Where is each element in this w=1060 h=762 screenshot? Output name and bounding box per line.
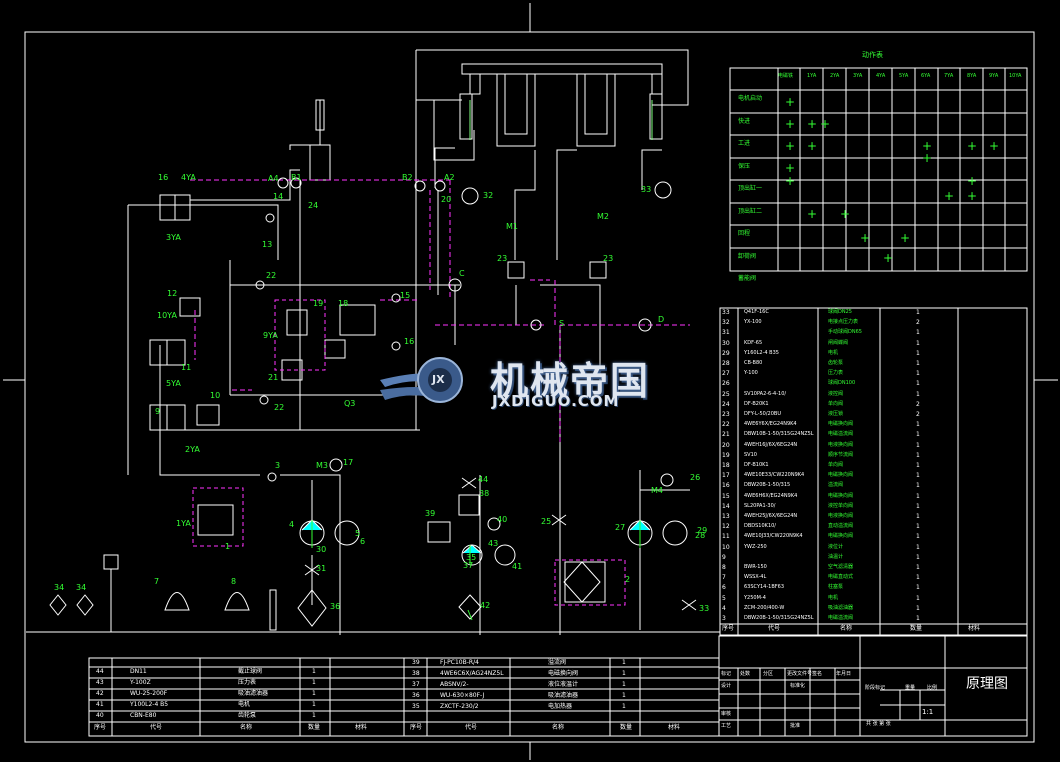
- action-table: [729, 67, 1028, 272]
- svg-text:+: +: [785, 174, 795, 188]
- svg-text:+: +: [922, 151, 932, 165]
- svg-text:+: +: [922, 139, 932, 153]
- svg-text:+: +: [807, 139, 817, 153]
- hydraulic-circuit: [26, 49, 720, 635]
- parts-list-bottom-grid: [88, 657, 720, 737]
- svg-text:+: +: [967, 139, 977, 153]
- svg-text:+: +: [883, 251, 893, 265]
- svg-text:+: +: [900, 231, 910, 245]
- action-table-marks: + +++ +++++ ++ ++ ++ ++ ++ +: [785, 95, 999, 265]
- svg-text:+: +: [944, 189, 954, 203]
- watermark-name-cn: 机械帝国: [490, 359, 651, 403]
- parts-list-right-grid: [719, 307, 1028, 636]
- svg-text:+: +: [967, 189, 977, 203]
- svg-text:+: +: [807, 207, 817, 221]
- svg-text:+: +: [820, 117, 830, 131]
- svg-text:+: +: [785, 161, 795, 175]
- svg-text:+: +: [860, 231, 870, 245]
- drawing-title: 原理图: [966, 676, 1008, 692]
- svg-text:+: +: [989, 139, 999, 153]
- svg-text:+: +: [967, 174, 977, 188]
- svg-text:+: +: [785, 117, 795, 131]
- svg-text:+: +: [785, 139, 795, 153]
- watermark-emblem: [380, 357, 463, 403]
- svg-text:+: +: [785, 95, 795, 109]
- watermark-emblem-text: JX: [432, 373, 445, 386]
- watermark-name-en: JXDIGUO.COM: [492, 392, 620, 410]
- scale-value: 1:1: [922, 708, 934, 716]
- svg-text:+: +: [807, 117, 817, 131]
- title-block-grid: [718, 635, 1028, 737]
- svg-text:+: +: [840, 207, 850, 221]
